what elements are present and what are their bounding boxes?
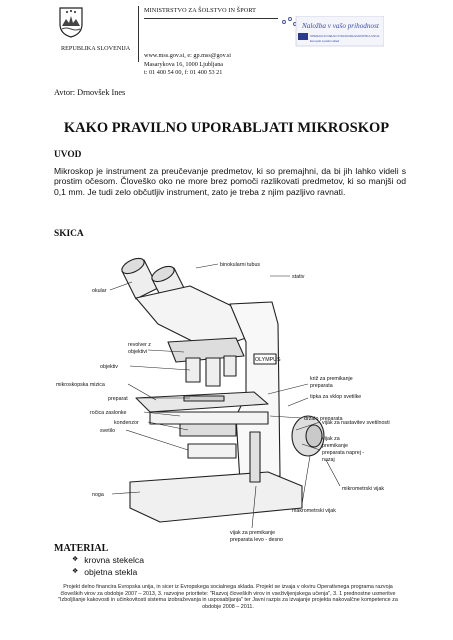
page-title: KAKO PRAVILNO UPORABLJATI MIKROSKOP [63,120,390,136]
label-specimen: preparat [108,396,128,402]
label-condenser: kondenzor [114,420,139,426]
label-fine-focus: mikrometrski vijak [342,486,384,492]
author: Avtor: Drnovšek Ines [54,88,126,97]
microscope-diagram: OLYMPUS binokularni tubus stativ okular … [56,257,390,543]
label-brightness-screw: vijak za nastavitev svetilnosti [322,420,390,426]
base [129,471,303,523]
label-objective: objektiv [100,364,118,370]
microscope-stage [135,391,269,413]
fine-knob [305,424,323,448]
list-item: ❖ krovna stekelca [72,554,144,566]
section-heading-skica: SKICA [54,229,84,239]
label-stage: mikroskopska mizica [56,382,105,388]
ministry-name: MINISTRSTVO ZA ŠOLSTVO IN ŠPORT [144,7,257,14]
eu-flag-icon [298,33,308,40]
material-list: ❖ krovna stekelca ❖ objetna stekla [72,554,144,578]
material-item: krovna stekelca [84,555,144,565]
label-fwd-screw-1: vijak za [322,436,340,442]
label-fwd-screw-4: nazaj [322,457,335,463]
eu-investment-logo: Naložba v vašo prihodnost OPERACIJO DELN… [282,16,384,47]
label-lr-screw-2: preparata levo - desno [230,537,283,543]
website-email: www.mss.gov.si, e: gp.mss@gov.si [144,52,231,59]
eu-logo-text: Naložba v vašo prihodnost [301,22,380,30]
stage-knob [249,431,261,483]
label-stand: stativ [292,274,305,280]
condenser [179,423,237,437]
contact-block: www.mss.gov.si, e: gp.mss@gov.si Masaryk… [144,52,231,78]
label-lr-screw-1: vijak za premikanje [230,530,275,536]
stage-block [149,411,269,425]
list-item: ❖ objetna stekla [72,566,144,578]
label-diaphragm-lever: ročica zaslonke [90,410,127,416]
slovenia-coat-of-arms-icon [59,7,83,38]
header-rule [144,18,278,19]
country-name: REPUBLIKA SLOVENIJA [61,45,131,52]
section-heading-material: MATERIAL [54,543,109,554]
label-lamp-switch: tipka za vklop svetilke [310,394,361,400]
footer-note: Projekt delno financira Evropska unija, … [58,584,398,611]
eu-logo-subtext: OPERACIJO DELNO FINANCIRA EVROPSKA UNIJA [310,34,379,38]
eu-logo-fund: Evropski socialni sklad [310,39,339,43]
brand-text: OLYMPUS [255,357,281,363]
diamond-bullet-icon: ❖ [72,556,79,563]
phone-fax: t: 01 400 54 00, f: 01 400 53 21 [144,69,223,77]
brand-plate [253,353,277,365]
header-divider [138,6,139,62]
label-eyepiece: okular [92,288,107,294]
intro-paragraph: Mikroskop je instrument za preučevanje p… [54,166,406,197]
label-slide-holder: držalo preparata [304,416,343,422]
material-item: objetna stekla [84,567,138,577]
label-coarse-focus: makrometrski vijak [292,508,336,514]
objective-3 [223,355,237,377]
label-base: noga [92,492,104,498]
label-fwd-screw-2: premikanje [322,443,348,449]
label-binocular-tube: binokularni tubus [220,262,260,268]
lamp [187,443,237,459]
label-revolver-1: revolver z [128,342,151,348]
address: Masarykova 16, 1000 Ljubljana [144,60,224,68]
label-stage-cross-2: preparata [310,383,333,389]
label-lamp: svetilo [100,428,115,434]
slide [183,395,225,402]
objective-2 [205,357,221,387]
section-heading-uvod: UVOD [54,150,82,160]
label-revolver-2: objektivi [128,349,147,355]
label-fwd-screw-3: preparata naprej - [322,450,364,456]
label-stage-cross-1: križ za premikanje [310,376,353,382]
diamond-bullet-icon: ❖ [72,568,79,575]
